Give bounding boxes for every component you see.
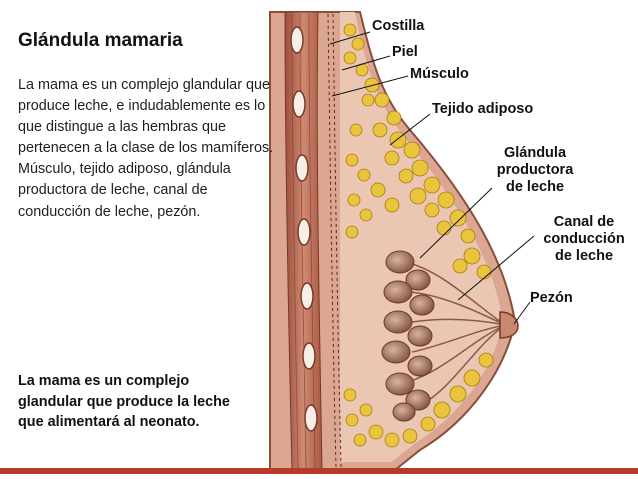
label-pezon: Pezón (530, 290, 573, 306)
milk-glands (381, 250, 435, 422)
page-title: Glándula mamaria (18, 30, 183, 51)
ligament-chain (327, 13, 342, 469)
label-canal-line2: conducción (543, 231, 625, 247)
label-canal: Canal de conducción de leche (536, 214, 632, 265)
adipose-tissue (343, 23, 494, 448)
nipple (499, 311, 519, 339)
label-costilla: Costilla (372, 18, 425, 34)
label-tejido-adiposo: Tejido adiposo (432, 101, 534, 117)
label-piel: Piel (392, 44, 418, 60)
label-canal-line3: de leche (554, 248, 614, 264)
label-glandula-line1: Glándula (503, 145, 567, 161)
ribs (290, 26, 318, 432)
summary-text: La mama es un complejo glandular que pro… (18, 373, 230, 430)
description-text: La mama es un complejo glandular que pro… (18, 77, 274, 220)
label-canal-line1: Canal de (553, 214, 615, 230)
accent-bar (0, 468, 638, 474)
label-glandula: Glándula productora de leche (490, 145, 580, 196)
label-musculo: Músculo (410, 66, 469, 82)
leader-lines (329, 31, 535, 325)
label-glandula-line2: productora (496, 162, 574, 178)
milk-ducts (404, 261, 506, 411)
label-glandula-line3: de leche (505, 179, 565, 195)
